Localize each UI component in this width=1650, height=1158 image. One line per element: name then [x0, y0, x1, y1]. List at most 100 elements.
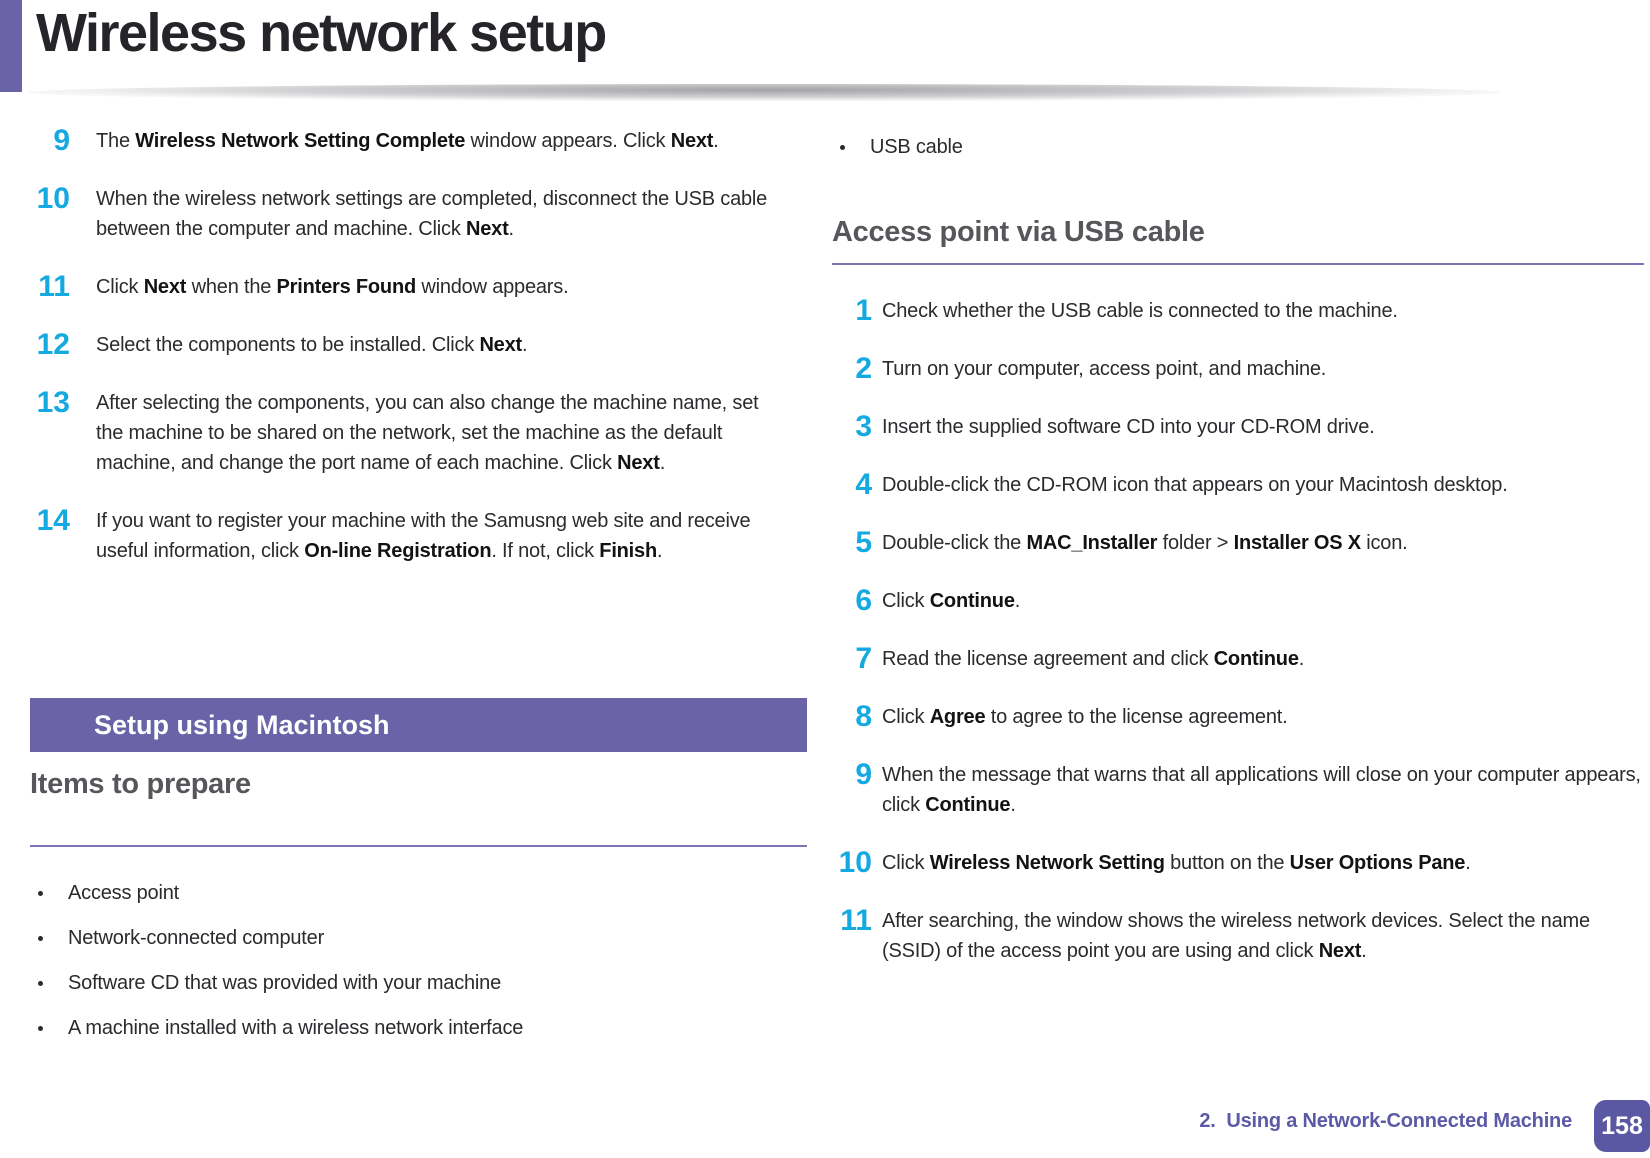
bullet-item: Network-connected computer	[30, 923, 770, 953]
step-text-run: Insert the supplied software CD into you…	[882, 416, 1375, 438]
step-text: Click Next when the Printers Found windo…	[96, 272, 770, 302]
subsection-rule	[30, 845, 807, 847]
step-number: 11	[38, 270, 70, 303]
step-text-bold-run: Continue	[929, 590, 1015, 612]
step-text: Read the license agreement and click Con…	[882, 644, 1644, 674]
left-column: 9 The Wireless Network Setting Complete w…	[30, 118, 807, 1118]
step-text-bold-run: Next	[670, 130, 714, 152]
left-steps-list: 9 The Wireless Network Setting Complete w…	[30, 126, 770, 594]
footer-page-number: 158	[1601, 1111, 1643, 1140]
step-text: Insert the supplied software CD into you…	[882, 412, 1644, 442]
step-number: 1	[855, 294, 872, 327]
step-text-run: when the	[186, 276, 277, 298]
step-text-run: window appears. Click	[465, 130, 671, 152]
step-text-run: If you want to register your machine wit…	[96, 510, 751, 562]
step-number: 10	[838, 846, 872, 879]
step-text: Double-click the MAC_Installer folder > …	[882, 528, 1644, 558]
step-number: 2	[855, 352, 872, 385]
step-text: When the wireless network settings are c…	[96, 184, 770, 244]
step-text-run: Click	[882, 590, 930, 612]
page-title: Wireless network setup	[36, 3, 607, 63]
step-text-bold-run: MAC_Installer	[1026, 532, 1158, 554]
step-text-run: Turn on your computer, access point, and…	[882, 358, 1327, 380]
step-text-run: .	[1298, 648, 1305, 670]
step-text: Click Continue.	[882, 586, 1644, 616]
step-item: 2 Turn on your computer, access point, an…	[832, 354, 1644, 384]
step-text-run: . If not, click	[491, 540, 600, 562]
step-text-bold-run: On-line Registration	[304, 540, 492, 562]
step-text: Double-click the CD-ROM icon that appear…	[882, 470, 1644, 500]
step-number: 14	[36, 504, 70, 537]
step-text-run: When the message that warns that all app…	[882, 764, 1641, 816]
step-number: 13	[36, 386, 70, 419]
step-text-bold-run: Wireless Network Setting Complete	[135, 130, 466, 152]
step-text-run: When the wireless network settings are c…	[96, 188, 768, 240]
step-text-run: .	[522, 334, 528, 356]
step-item: 10 Click Wireless Network Setting button …	[832, 848, 1644, 878]
step-text-run: .	[1014, 590, 1021, 612]
section-banner: Setup using Macintosh	[30, 698, 807, 752]
step-text-run: After searching, the window shows the wi…	[882, 910, 1590, 962]
step-text-bold-run: Installer OS X	[1233, 532, 1361, 554]
step-text: Click Agree to agree to the license agre…	[882, 702, 1644, 732]
step-item: 13 After selecting the components, you ca…	[30, 388, 770, 478]
header-divider-shadow	[28, 84, 1502, 101]
step-text-bold-run: Finish	[599, 540, 657, 562]
step-number: 5	[855, 526, 872, 559]
step-text-run: folder >	[1157, 532, 1234, 554]
step-item: 14 If you want to register your machine w…	[30, 506, 770, 566]
bullet-item: A machine installed with a wireless netw…	[30, 1013, 770, 1043]
step-text: After searching, the window shows the wi…	[882, 906, 1644, 966]
step-item: 5 Double-click the MAC_Installer folder >…	[832, 528, 1644, 558]
step-number: 8	[855, 700, 872, 733]
bullet-item: USB cable	[832, 132, 1644, 162]
step-text-bold-run: Printers Found	[276, 276, 417, 298]
step-text-bold-run: Next	[479, 334, 522, 356]
step-text: Click Wireless Network Setting button on…	[882, 848, 1644, 878]
step-text-run: .	[713, 130, 719, 152]
step-text: Turn on your computer, access point, and…	[882, 354, 1644, 384]
step-text-run: to agree to the license agreement.	[985, 706, 1288, 728]
step-number: 6	[855, 584, 872, 617]
step-text-run: .	[508, 218, 515, 240]
step-text-run: .	[656, 540, 663, 562]
step-text-run: window appears.	[415, 276, 569, 298]
step-text-bold-run: Continue	[1213, 648, 1299, 670]
bullet-item: Software CD that was provided with your …	[30, 968, 770, 998]
step-number: 9	[53, 124, 70, 157]
step-text-bold-run: Next	[465, 218, 509, 240]
step-text-bold-run: Wireless Network Setting	[929, 852, 1165, 874]
step-item: 11 After searching, the window shows the …	[832, 906, 1644, 966]
step-text-run: After selecting the components, you can …	[96, 392, 759, 474]
step-number: 9	[855, 758, 872, 791]
step-number: 11	[840, 904, 872, 937]
footer-page-number-badge: 158	[1594, 1100, 1650, 1152]
step-text-run: Double-click the	[882, 532, 1027, 554]
subsection-rule	[832, 263, 1644, 265]
step-item: 12 Select the components to be installed.…	[30, 330, 770, 360]
header-accent-bar	[0, 0, 22, 92]
step-text-run: Double-click the CD-ROM icon that appear…	[882, 474, 1508, 496]
step-text-bold-run: Continue	[925, 794, 1011, 816]
step-text-run: .	[1361, 940, 1367, 962]
step-text: Select the components to be installed. C…	[96, 330, 770, 360]
step-text-bold-run: Agree	[929, 706, 986, 728]
step-item: 11 Click Next when the Printers Found win…	[30, 272, 770, 302]
step-number: 12	[36, 328, 70, 361]
step-number: 4	[855, 468, 872, 501]
step-text-bold-run: Next	[143, 276, 187, 298]
step-item: 9 When the message that warns that all ap…	[832, 760, 1644, 820]
step-item: 9 The Wireless Network Setting Complete w…	[30, 126, 770, 156]
step-item: 4 Double-click the CD-ROM icon that appea…	[832, 470, 1644, 500]
step-text-run: The	[96, 130, 136, 152]
step-item: 8 Click Agree to agree to the license agr…	[832, 702, 1644, 732]
right-steps-list: 1 Check whether the USB cable is connecte…	[832, 296, 1644, 994]
step-text-bold-run: User Options Pane	[1289, 852, 1466, 874]
step-number: 10	[36, 182, 70, 215]
step-text-run: Check whether the USB cable is connected…	[882, 300, 1398, 322]
subsection-heading-access-point-via-usb: Access point via USB cable	[832, 216, 1205, 248]
step-text-run: Click	[96, 276, 144, 298]
step-text-bold-run: Next	[1318, 940, 1362, 962]
step-text-run: icon.	[1360, 532, 1408, 554]
